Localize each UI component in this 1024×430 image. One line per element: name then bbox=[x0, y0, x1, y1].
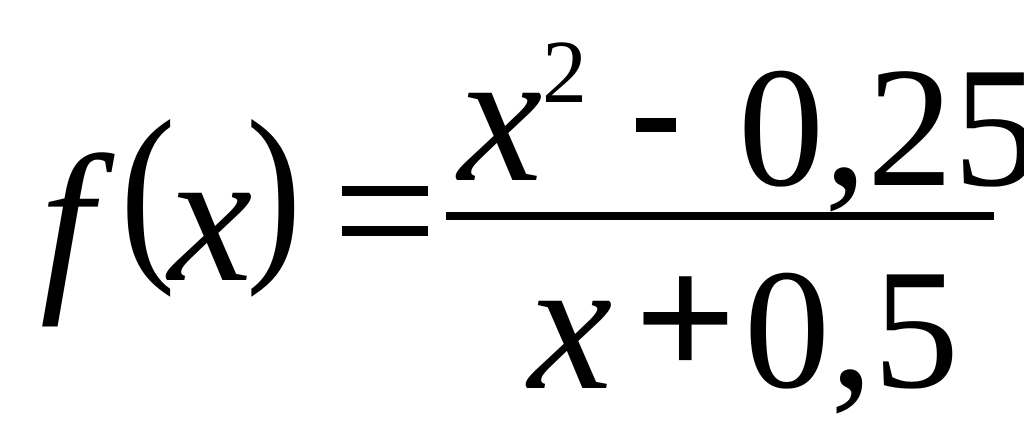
equals-bar-bottom bbox=[342, 226, 428, 236]
close-paren: ) bbox=[246, 81, 302, 298]
denominator-plus-sign: + bbox=[634, 218, 737, 417]
denominator-constant: 0,5 bbox=[744, 235, 959, 425]
numerator-variable: x bbox=[458, 12, 543, 222]
open-paren: ( bbox=[120, 81, 176, 298]
function-name: f bbox=[40, 118, 93, 328]
equals-bar-top bbox=[342, 186, 428, 196]
numerator-exponent: 2 bbox=[542, 23, 587, 122]
fraction-bar bbox=[446, 212, 994, 220]
numerator-constant: 0,25 bbox=[738, 33, 1024, 223]
lhs-variable: x bbox=[168, 112, 253, 322]
denominator-variable: x bbox=[528, 220, 613, 430]
numerator-minus-sign bbox=[636, 118, 676, 132]
